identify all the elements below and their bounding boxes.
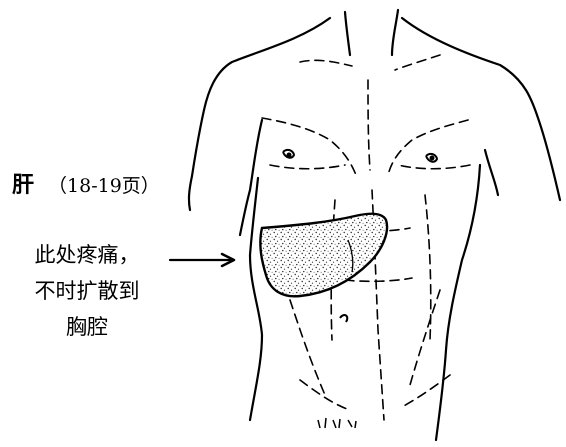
right-nipple-dot	[429, 155, 435, 161]
right-nipple	[425, 152, 439, 163]
collar-left	[299, 59, 353, 67]
pointer-arrowhead	[220, 252, 236, 268]
oblique-right	[409, 289, 441, 386]
chest-right-lower	[397, 164, 471, 170]
page-reference: （18-19页）	[48, 175, 160, 197]
chest-left-contour	[261, 117, 357, 176]
description-line-3: 胸腔	[66, 315, 108, 339]
left-shoulder-outline	[187, 16, 332, 212]
description-line-2: 不时扩散到	[34, 279, 140, 303]
liver-detail	[347, 239, 354, 273]
left-torso-side	[248, 176, 264, 422]
neck-left-line	[343, 10, 352, 57]
left-arm-inner	[238, 118, 264, 237]
right-arm-inner	[483, 148, 500, 197]
chest-right-contour	[387, 119, 469, 176]
sternum-line	[367, 79, 371, 171]
pubic-hair	[317, 417, 357, 429]
navel	[339, 314, 349, 323]
neck-right-line	[390, 8, 400, 57]
left-nipple	[282, 148, 296, 159]
collar-right	[394, 54, 441, 71]
right-torso-side	[434, 163, 482, 442]
organ-name: 肝	[12, 173, 35, 198]
left-nipple-dot	[286, 152, 292, 158]
pain-description: 此处疼痛， 不时扩散到 胸腔	[12, 237, 162, 345]
oblique-left	[289, 299, 326, 396]
abdomen-row-2	[344, 277, 413, 283]
liver-shape	[259, 212, 389, 298]
groin-right	[399, 374, 451, 409]
organ-label: 肝 （18-19页）	[12, 171, 160, 201]
groin-left	[299, 379, 351, 411]
chest-left-lower	[269, 164, 346, 170]
right-shoulder-outline	[400, 16, 562, 202]
abdomen-right	[424, 194, 432, 341]
description-line-1: 此处疼痛，	[34, 243, 140, 267]
